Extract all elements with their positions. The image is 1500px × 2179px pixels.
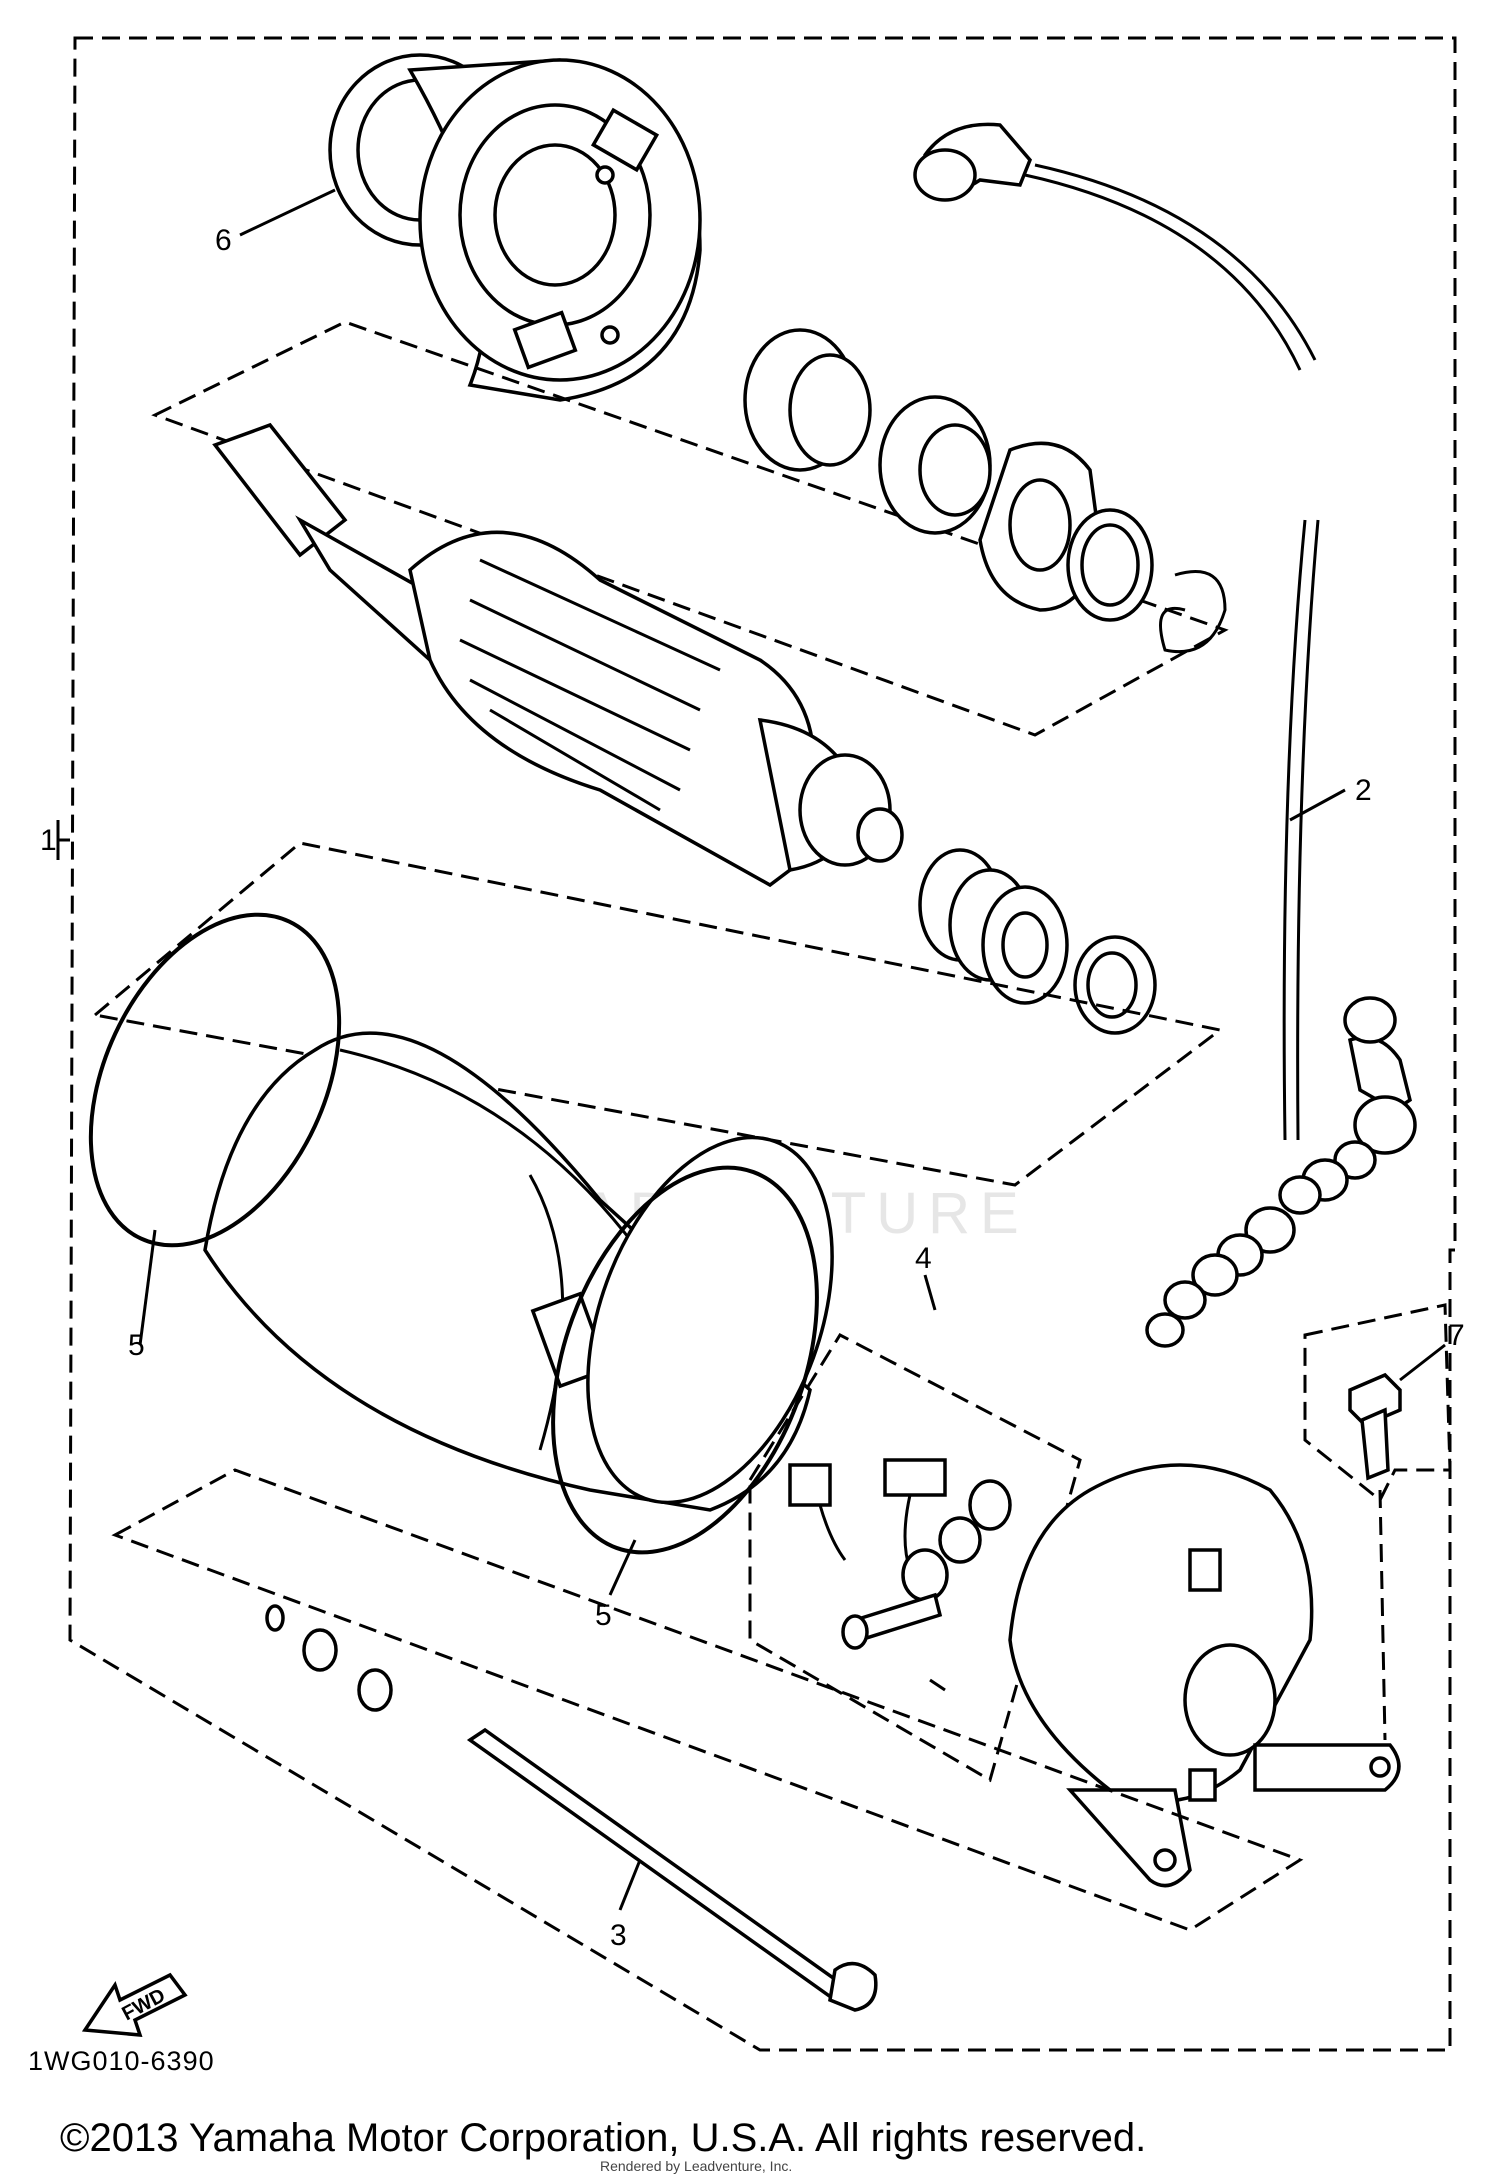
leader-5b [608,1539,637,1596]
callout-7: 7 [1448,1319,1465,1352]
front-cover-part [328,53,702,402]
copyright-notice: ©2013 Yamaha Motor Corporation, U.S.A. A… [60,2116,1147,2160]
o-ring-front [88,912,342,1248]
callout-1: 1 [40,824,57,857]
bearing-washer-stack [743,328,1227,654]
leader-7 [1399,1343,1446,1382]
callout-6: 6 [215,224,232,257]
rear-cover-part [1008,1463,1401,1888]
callout-2: 2 [1355,774,1372,807]
exploded-plane-2 [91,841,1224,1187]
bolt-leader-line [1378,1489,1387,1741]
leader-5a [138,1229,157,1346]
through-bolt-part [466,1727,878,2012]
assembly-boundary [68,36,1457,2052]
callout-5-center: 5 [595,1599,612,1632]
leader-1 [56,820,70,860]
fwd-arrow-icon [81,1972,188,2037]
callout-5-left: 5 [128,1329,145,1362]
exploded-plane-3 [111,1468,1304,1932]
leader-4 [923,1274,937,1311]
callout-4: 4 [915,1242,932,1275]
callout-3: 3 [610,1919,627,1952]
spring-set [918,848,1157,1035]
leader-3 [618,1859,642,1911]
armature-part [212,422,904,888]
terminal-washer-set [1145,1140,1377,1348]
leader-6 [239,188,336,237]
washer-set [265,1604,393,1712]
diagram-code: 1WG010-6390 [28,2046,215,2076]
yoke-part [203,1031,834,1512]
brush-set-part [788,1458,1012,1692]
exploded-plane-1 [151,320,1229,737]
lead-wire-part [913,122,1417,1155]
bolt-dashed-outline [1303,1303,1452,1503]
leader-2 [1289,788,1346,822]
bolt-part [1348,1372,1402,1481]
fine-print: Rendered by Leadventure, Inc. [600,2158,793,2174]
